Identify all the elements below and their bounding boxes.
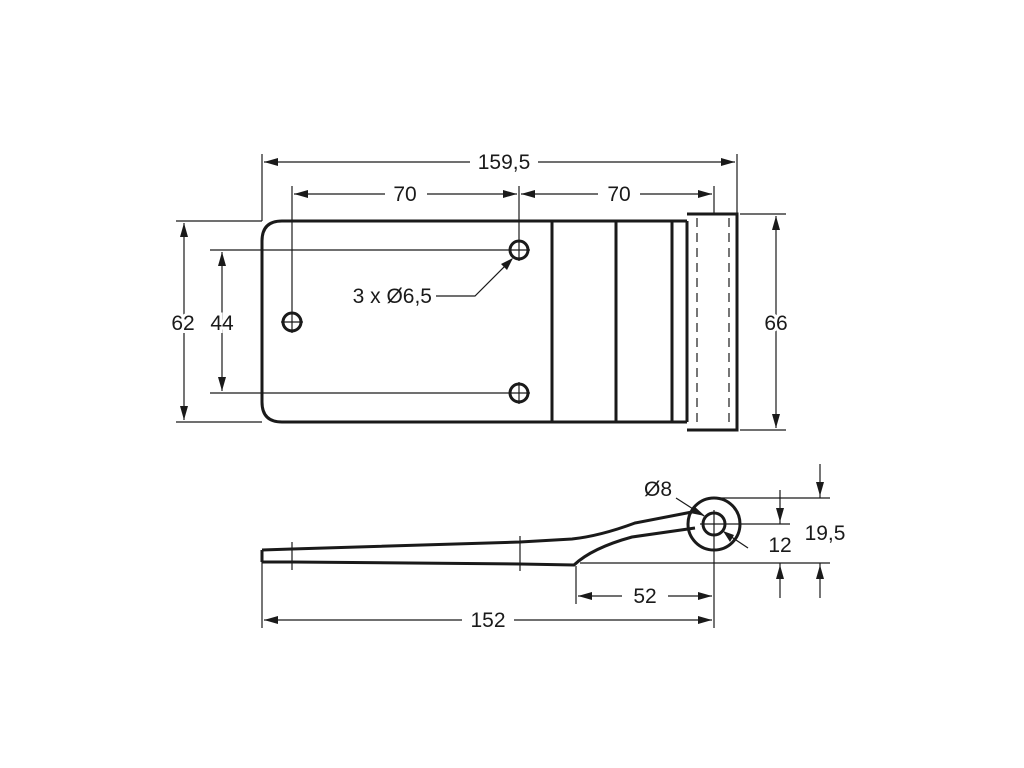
dim-knuckle-66: 66: [761, 216, 791, 428]
leaf-profile: [261, 510, 693, 552]
side-view: 152 52 12 19,5: [260, 464, 846, 632]
dim-overall-length: 159,5: [264, 151, 735, 174]
plate-outline: [260, 219, 687, 424]
knuckle-outline: [687, 212, 739, 432]
dim-knuckle-offset-12: 12: [768, 490, 792, 598]
dim-bend-length-52: 52: [578, 585, 712, 608]
hole-left: [281, 311, 303, 333]
holes-callout: 3 x Ø6,5: [353, 258, 513, 308]
hole-bottom: [508, 382, 530, 404]
dim-text-70-right: 70: [607, 183, 630, 206]
dim-text-19-5: 19,5: [805, 522, 846, 545]
dim-hole-spacing-right: 70: [521, 183, 712, 206]
dim-text-52: 52: [633, 585, 656, 608]
dim-text-62: 62: [171, 312, 194, 335]
dim-hole-vertical-44: 44: [207, 252, 237, 391]
dim-text-66: 66: [764, 312, 787, 335]
dim-total-rise-19-5: 19,5: [805, 464, 846, 598]
dim-hole-spacing-left: 70: [294, 183, 517, 206]
dim-text-70-left: 70: [393, 183, 416, 206]
dim-leaf-length-152: 152: [264, 609, 712, 632]
dim-text-pin-diameter: Ø8: [644, 478, 672, 501]
dim-height-62: 62: [168, 223, 198, 420]
top-view: 159,5 70 70 62: [168, 151, 791, 432]
dim-text-12: 12: [768, 534, 791, 557]
dim-text-152: 152: [470, 609, 505, 632]
dim-text-44: 44: [210, 312, 234, 335]
pin-diameter-callout: Ø8: [644, 478, 749, 549]
holes-callout-text: 3 x Ø6,5: [353, 285, 432, 308]
dim-text-159-5: 159,5: [478, 151, 531, 174]
hole-top: [508, 239, 530, 261]
